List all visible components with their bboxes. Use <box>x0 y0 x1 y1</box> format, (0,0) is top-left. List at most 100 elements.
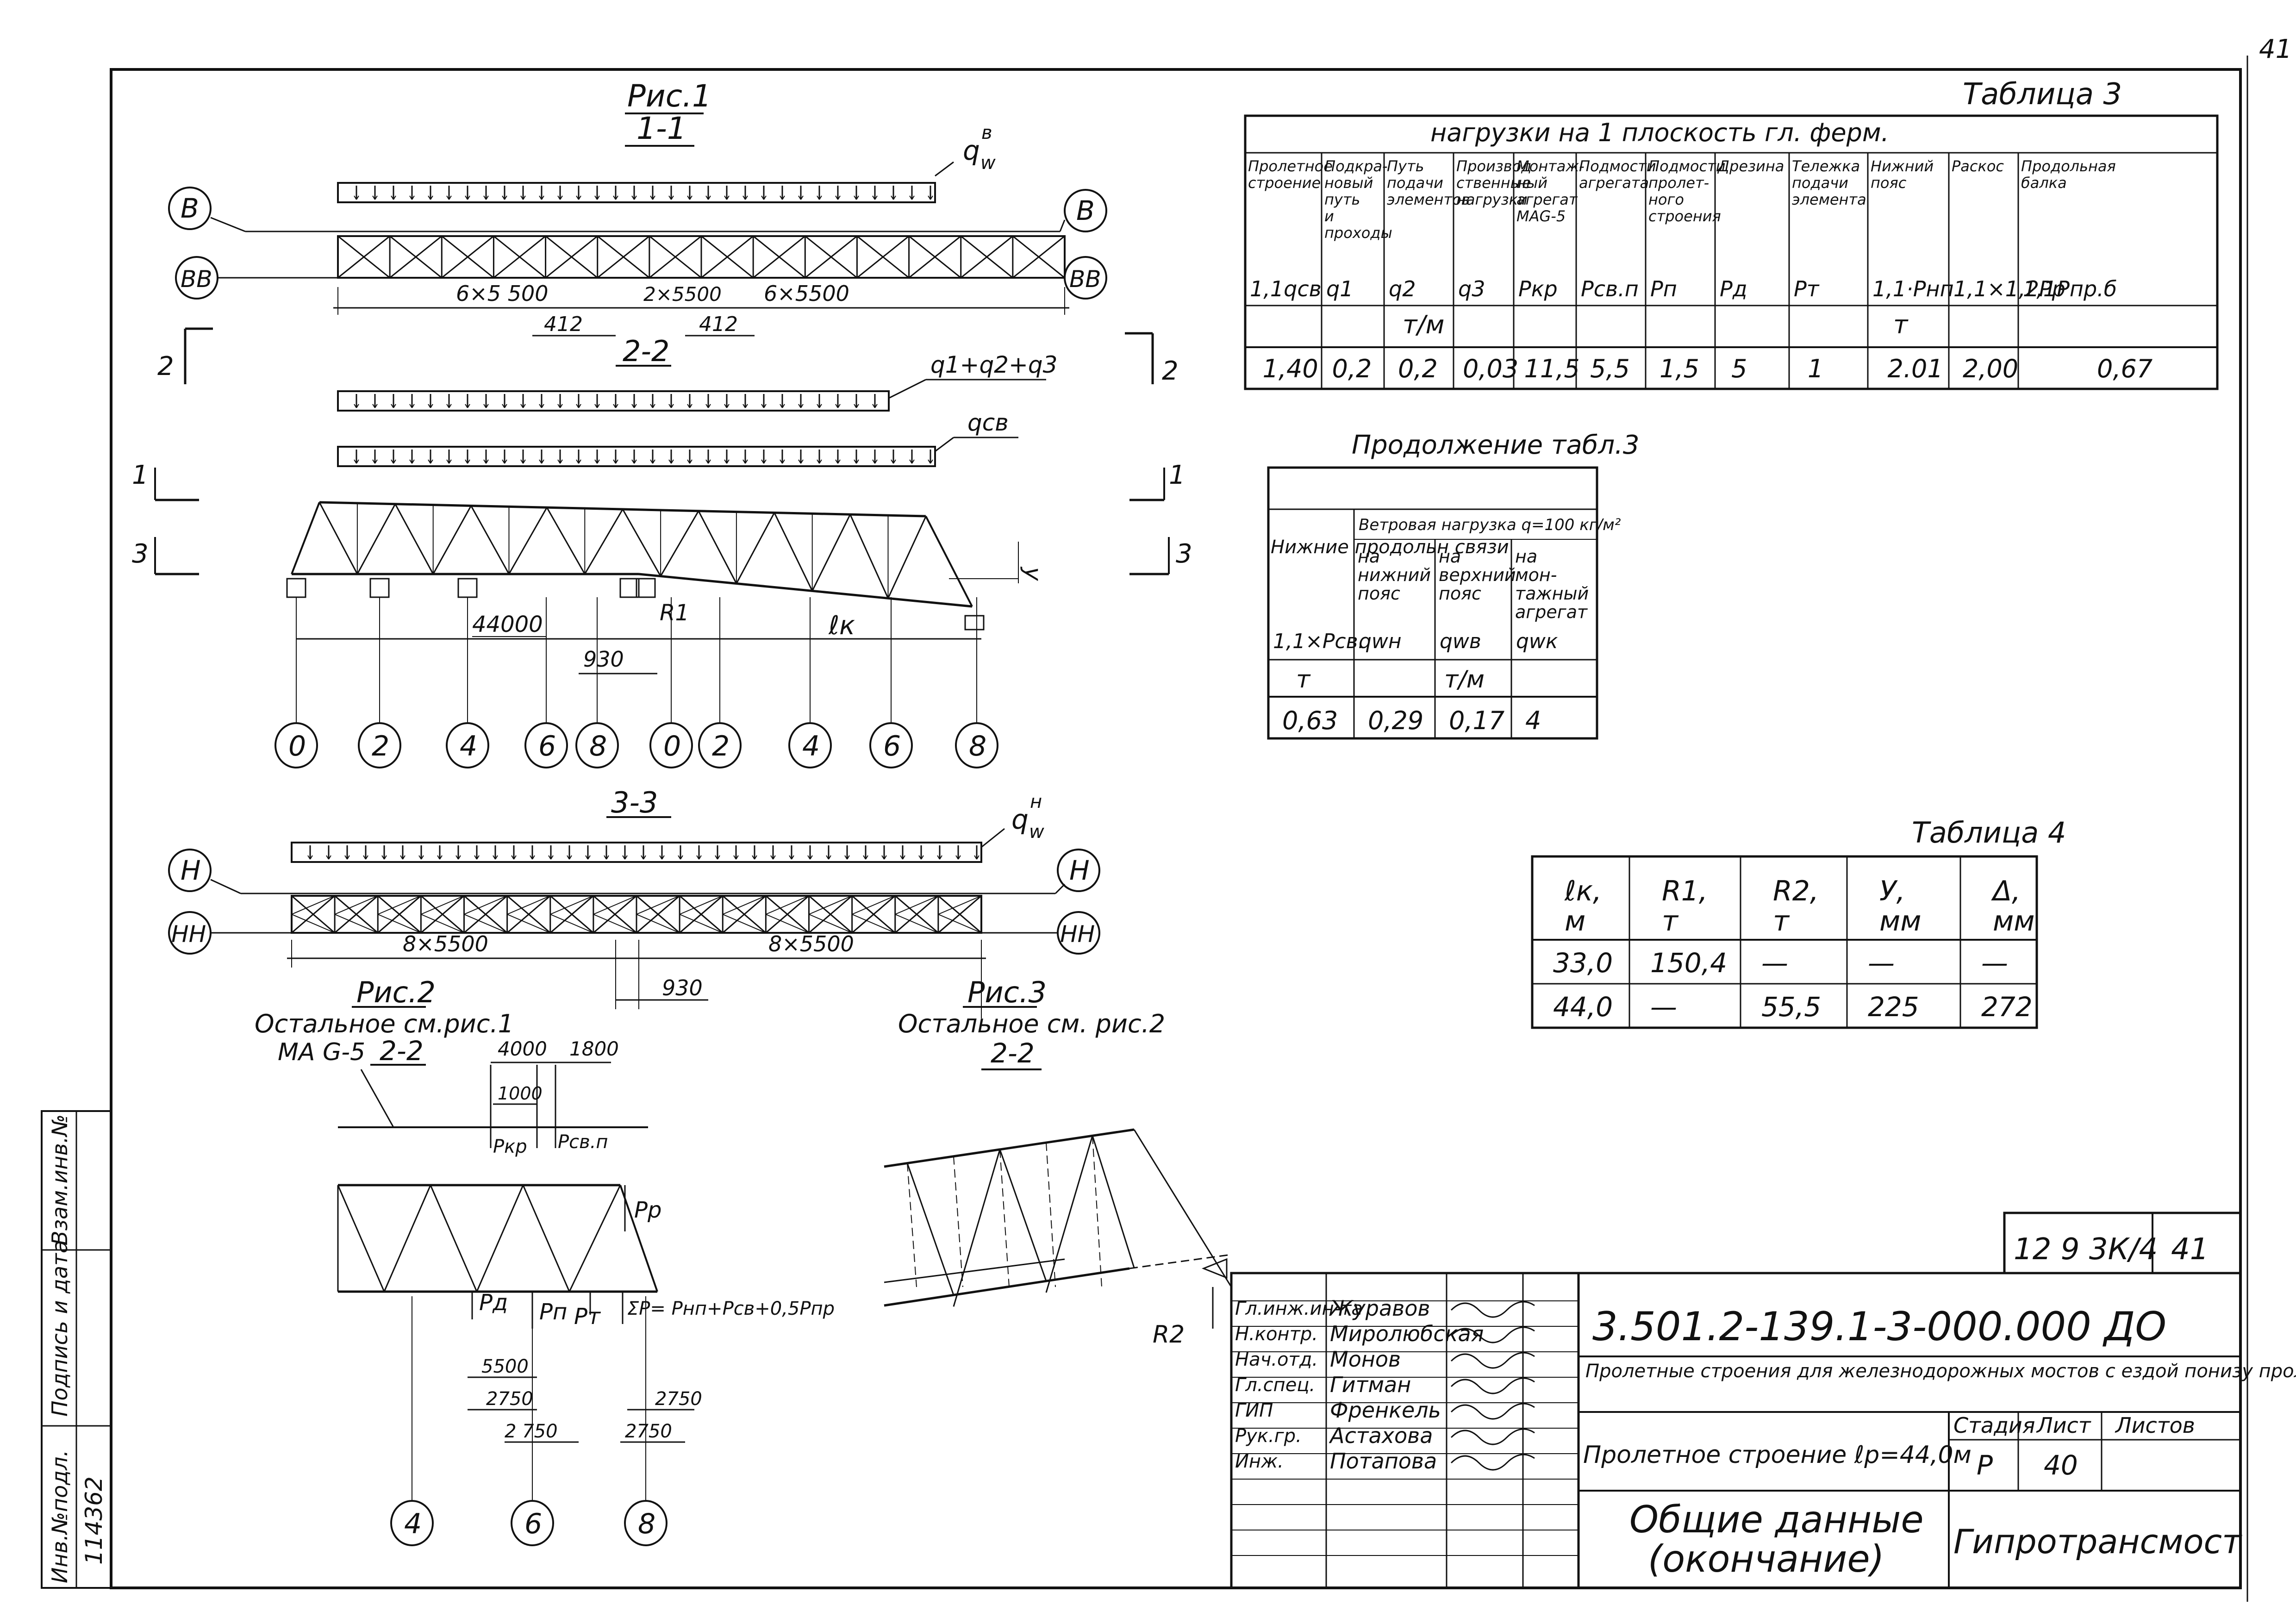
table3-cont-symbol: 1,1×Pсв. <box>1273 630 1364 653</box>
title-block-name: Астахова <box>1329 1423 1433 1448</box>
table3-header: Пролетное <box>1248 157 1333 175</box>
svg-text:44000: 44000 <box>472 612 543 637</box>
panel-node-label: 8 <box>638 1508 655 1540</box>
svg-text:Инв.№подл.: Инв.№подл. <box>47 1450 72 1583</box>
table3-symbol: q3 <box>1458 276 1485 301</box>
table3-header: агрегат <box>1516 191 1578 208</box>
svg-text:т: т <box>1893 310 1909 339</box>
table4-cell: — <box>1981 947 2008 979</box>
panel-node-label: 0 <box>288 730 306 762</box>
table3-header: Путь <box>1387 157 1424 175</box>
svg-text:т/м: т/м <box>1403 310 1444 339</box>
table4-cell: 33,0 <box>1553 947 1613 979</box>
svg-text:3: 3 <box>1176 539 1192 569</box>
axis-marker-b <box>168 187 212 230</box>
table4-header: R2, <box>1773 875 1819 907</box>
table3-header: Подмости <box>1648 157 1726 175</box>
table3-symbol: Pсв.п <box>1581 276 1639 301</box>
table3-value: 1,5 <box>1660 354 1699 383</box>
fig2-title: Рис.2 <box>356 975 436 1009</box>
table3-symbol: Pкр <box>1518 276 1558 301</box>
table4-cell: — <box>1650 991 1677 1023</box>
signature <box>1450 1326 1535 1343</box>
table3-header: элемента <box>1792 191 1866 208</box>
table3-symbol: 1,1Pпр.б <box>2023 276 2117 301</box>
drawing-title-1: Общие данные <box>1629 1498 1924 1541</box>
svg-text:ℓк: ℓк <box>828 611 855 641</box>
table3-value: 0,2 <box>1398 354 1438 383</box>
table3-cont-subheader: тажный <box>1515 583 1589 604</box>
svg-text:2: 2 <box>157 351 174 381</box>
svg-text:1000: 1000 <box>498 1083 543 1104</box>
fig3-note: Остальное см. рис.2 <box>898 1009 1165 1038</box>
svg-text:w: w <box>980 152 996 174</box>
axis-marker-nn-right <box>1057 911 1100 955</box>
fig2-unit: МА G-5 <box>278 1038 365 1066</box>
svg-text:НН: НН <box>1060 921 1095 948</box>
svg-text:Нижние продольн связи: Нижние продольн связи <box>1271 537 1509 558</box>
title-block-name: Миролюбская <box>1330 1321 1484 1346</box>
table3-value: 5,5 <box>1590 354 1630 383</box>
table3-cont-subheader: агрегат <box>1515 602 1588 622</box>
table4-header-unit: м <box>1565 905 1585 937</box>
svg-text:Листов: Листов <box>2115 1413 2195 1438</box>
table3-symbol: 1,1×1,2Pр <box>1953 276 2065 301</box>
table4-cell: 44,0 <box>1553 991 1613 1023</box>
table3-header: балка <box>2021 174 2067 192</box>
title-block-name: Потапова <box>1330 1449 1437 1474</box>
title-block-name: Френкель <box>1330 1398 1441 1423</box>
table3-cont-subheader: пояс <box>1358 583 1400 604</box>
svg-text:Подпись и дата: Подпись и дата <box>47 1240 72 1417</box>
axis-marker-n-right <box>1057 849 1100 892</box>
svg-text:8×5500: 8×5500 <box>403 931 488 956</box>
panel-node-label: 0 <box>663 730 681 762</box>
table3-header: проходы <box>1324 224 1392 242</box>
table3-header: подачи <box>1387 174 1443 192</box>
svg-text:Стадия: Стадия <box>1953 1413 2035 1438</box>
section-3-3: 3-3 q н w Н Н НН НН 8×5500 8×5500 930 <box>168 786 1100 1018</box>
svg-text:Pт: Pт <box>574 1304 601 1330</box>
load-qw-n: q <box>1011 804 1029 835</box>
table3-header: Подмости <box>1579 157 1656 175</box>
table4-cell: — <box>1761 947 1788 979</box>
table3-header: строение <box>1248 174 1321 192</box>
doc-number: 12 9 3К/4 <box>2014 1232 2158 1267</box>
svg-text:В: В <box>1076 195 1095 226</box>
inventory-number: 114362 <box>81 1476 107 1565</box>
table3-cont-subheader: пояс <box>1439 583 1481 604</box>
svg-text:Pп: Pп <box>539 1299 567 1325</box>
table3-value: 5 <box>1731 354 1747 383</box>
svg-text:8×5500: 8×5500 <box>768 931 854 956</box>
title-block: 12 9 3К/4 41 Гл.инж.ин-таЖуравовН.контр.… <box>1230 1212 2296 1589</box>
side-stamp: Инв.№подл. Подпись и дата Взам.инв.№ 114… <box>41 1110 112 1589</box>
table3-symbol: 1,1·Pнп <box>1872 276 1954 301</box>
svg-text:у: у <box>1020 566 1047 581</box>
svg-text:Н: Н <box>1069 855 1090 886</box>
table3-header: Дрезина <box>1717 157 1784 175</box>
panel-node-label: 6 <box>524 1508 542 1540</box>
signature <box>1450 1352 1535 1369</box>
table3-value: 1 <box>1808 354 1823 383</box>
svg-text:412: 412 <box>544 312 583 336</box>
svg-text:3: 3 <box>132 539 149 569</box>
figure-1: Рис.1 1-1 q в w В В ВВ ВВ 6×5 500 2×5500… <box>132 78 1192 768</box>
table4-cell: 55,5 <box>1761 991 1821 1023</box>
table4-cell: 150,4 <box>1650 947 1727 979</box>
table3-header: Раскос <box>1952 157 2004 175</box>
fig3-title: Рис.3 <box>967 975 1047 1009</box>
panel-node-label: 8 <box>589 730 607 762</box>
svg-text:н: н <box>1030 791 1042 812</box>
table4-header: R1, <box>1662 875 1708 907</box>
svg-text:Н: Н <box>181 855 201 886</box>
svg-text:1: 1 <box>132 460 149 490</box>
table3-header: Подкра- <box>1324 157 1388 175</box>
svg-text:2750: 2750 <box>655 1388 702 1410</box>
table3-group-header: нагрузки на 1 плоскость гл. ферм. <box>1430 118 1889 147</box>
fig1-section-1-1: 1-1 <box>636 111 686 146</box>
signature <box>1450 1403 1535 1420</box>
fig2-note: Остальное см.рис.1 <box>255 1009 514 1038</box>
svg-text:Ветровая нагрузка q=100 кг/м²: Ветровая нагрузка q=100 кг/м² <box>1359 516 1621 534</box>
title-block-role: Гл.спец. <box>1235 1374 1315 1396</box>
